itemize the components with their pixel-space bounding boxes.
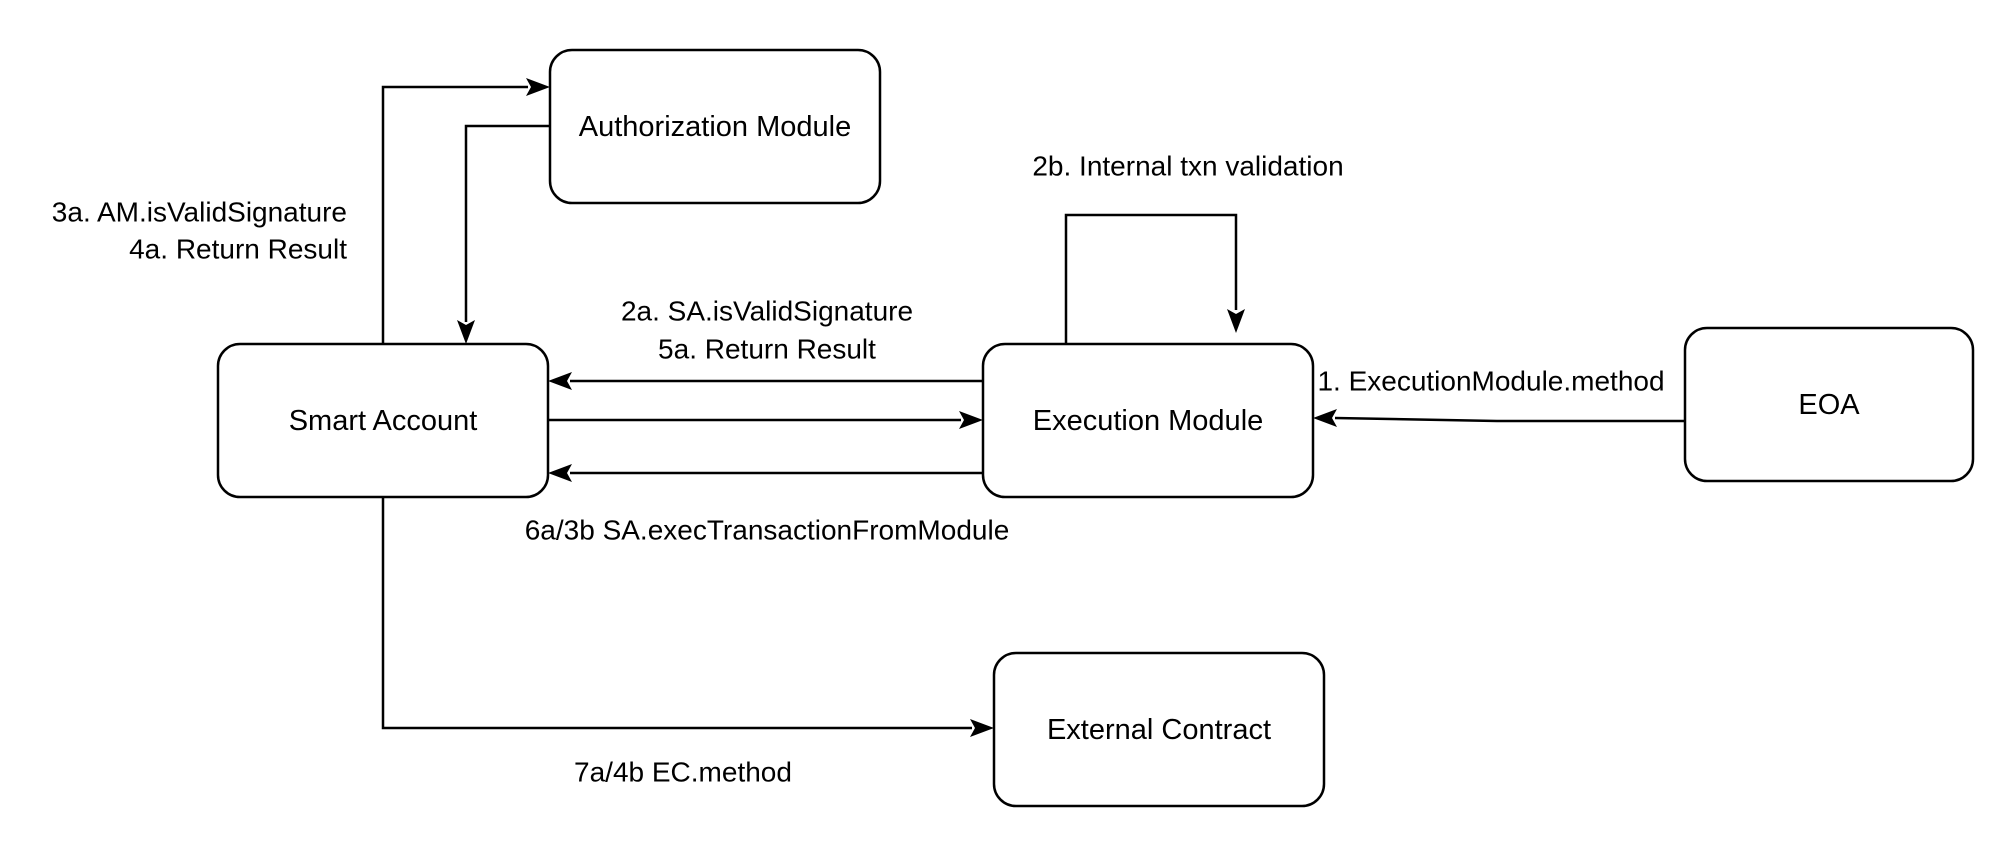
edge-label-sa-is-valid-signature: 2a. SA.isValidSignature — [621, 296, 913, 327]
edge-label-am-return-result: 4a. Return Result — [129, 234, 347, 265]
execution-module-box — [981, 342, 1315, 499]
authorization-module-label: Authorization Module — [579, 111, 851, 143]
edge-internal-validation-line — [1064, 213, 1238, 344]
arrowhead — [548, 464, 572, 482]
edge-sa-to-ec — [381, 497, 994, 737]
edge-label-am-is-valid-signature: 3a. AM.isValidSignature — [52, 197, 347, 228]
edge-em-to-sa-top — [548, 372, 983, 390]
edge-label-internal-txn-validation: 2b. Internal txn validation — [1032, 151, 1343, 182]
smart-account-node: Smart Account — [216, 342, 550, 499]
execution-module-label: Execution Module — [1033, 405, 1264, 437]
edge-internal-validation-loop — [1064, 213, 1245, 344]
edge-am-to-sa — [457, 124, 550, 344]
arrowhead — [548, 372, 572, 390]
arrowhead — [457, 320, 475, 344]
external-contract-node: External Contract — [992, 651, 1326, 808]
arrowhead — [959, 411, 983, 429]
eoa-node: EOA — [1683, 326, 1975, 483]
external-contract-label: External Contract — [1047, 714, 1271, 746]
arrowhead — [1313, 409, 1337, 427]
eoa-box — [1683, 326, 1975, 483]
edge-eoa-to-em-line — [1334, 416, 1685, 423]
edge-label-exec-module-method: 1. ExecutionModule.method — [1317, 366, 1664, 397]
arrowhead — [526, 78, 550, 96]
arrowhead — [1227, 309, 1245, 333]
arrowhead — [970, 719, 994, 737]
edge-label-sa-return-result: 5a. Return Result — [658, 334, 876, 365]
authorization-module-node: Authorization Module — [548, 48, 882, 205]
edge-sa-to-am-line — [381, 85, 528, 344]
eoa-label: EOA — [1798, 389, 1860, 421]
execution-module-node: Execution Module — [981, 342, 1315, 499]
edge-sa-to-em-middle — [548, 411, 983, 429]
edge-label-ec-method: 7a/4b EC.method — [574, 757, 792, 788]
edge-eoa-to-em — [1313, 409, 1685, 427]
edge-sa-to-am — [381, 78, 550, 344]
smart-account-label: Smart Account — [289, 405, 478, 437]
edge-sa-to-ec-line — [381, 497, 972, 730]
external-contract-box — [992, 651, 1326, 808]
edge-am-to-sa-line — [464, 124, 550, 322]
edge-em-to-sa-bottom — [548, 464, 983, 482]
edge-label-exec-transaction-from-module: 6a/3b SA.execTransactionFromModule — [525, 515, 1010, 546]
